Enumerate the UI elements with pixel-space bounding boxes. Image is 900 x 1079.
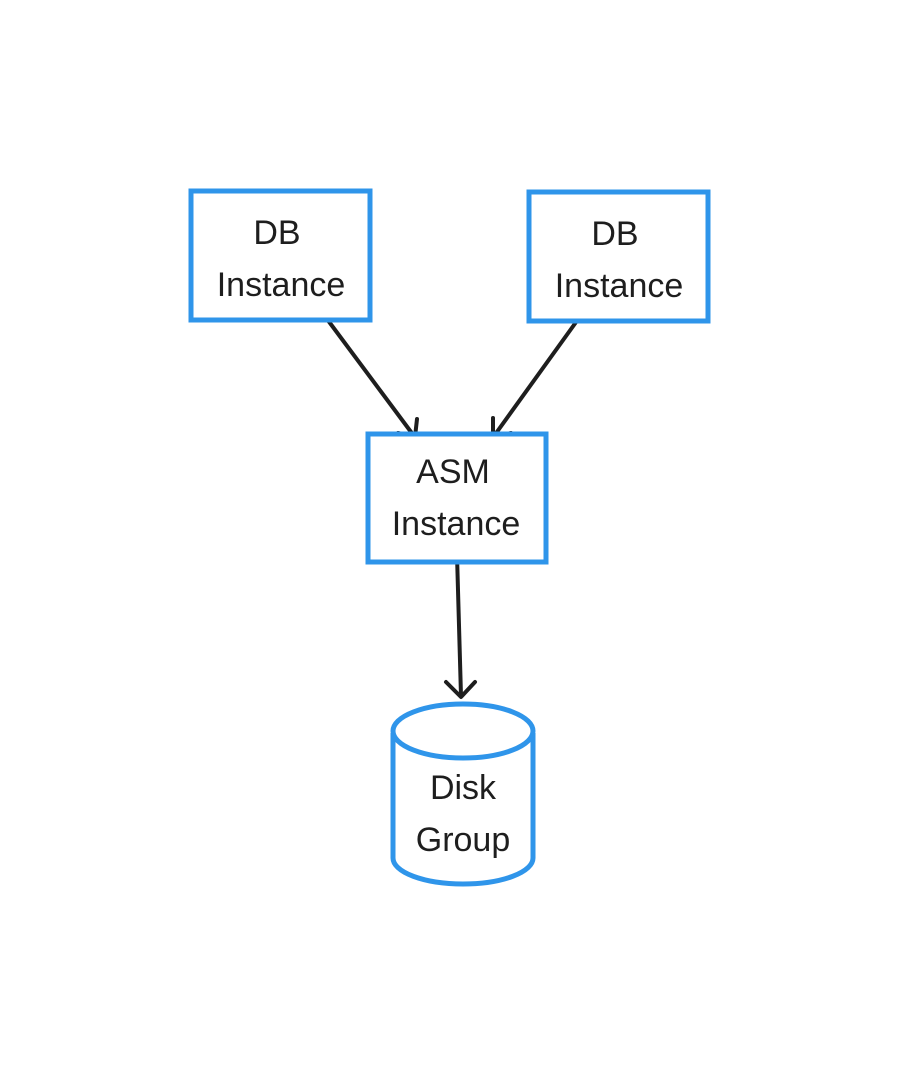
db-instance-right-label-line1: DB bbox=[591, 215, 638, 253]
edge-db-left-to-asm bbox=[322, 313, 419, 439]
disk-group-label-line2: Group bbox=[416, 821, 511, 859]
asm-instance-node: ASM Instance bbox=[365, 431, 549, 565]
disk-group-node: Disk Group bbox=[390, 701, 536, 887]
db-instance-left-label-line1: DB bbox=[253, 214, 300, 252]
database-cylinder-icon bbox=[390, 733, 536, 887]
disk-group-label-line1: Disk bbox=[430, 769, 497, 807]
db-instance-right-label-line2: Instance bbox=[555, 267, 684, 305]
db-instance-right-node: DB Instance bbox=[526, 189, 711, 324]
edge-db-right-to-asm bbox=[491, 316, 581, 439]
db-instance-left-label-line2: Instance bbox=[217, 266, 346, 304]
db-instance-left-node: DB Instance bbox=[188, 188, 373, 323]
asm-instance-label-line2: Instance bbox=[392, 505, 521, 543]
edge-asm-to-disk-group bbox=[444, 553, 477, 699]
asm-instance-label-line1: ASM bbox=[416, 453, 490, 491]
